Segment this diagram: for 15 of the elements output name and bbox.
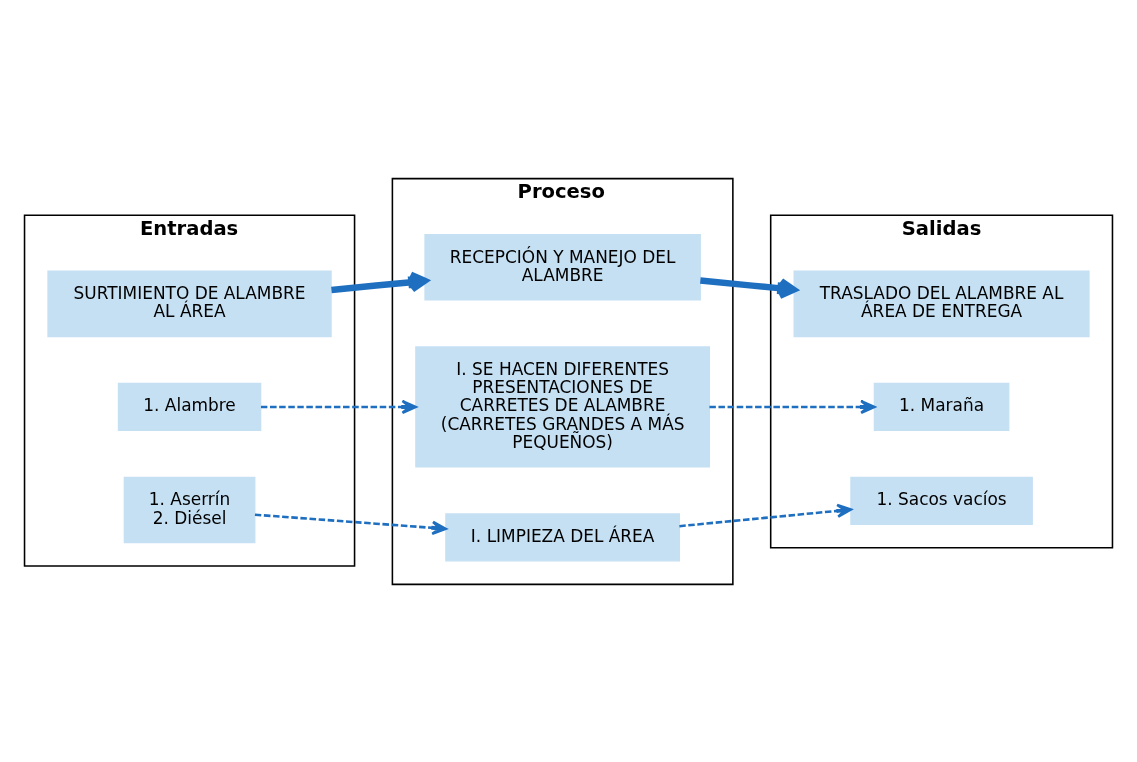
arrow [709, 399, 876, 414]
node-box: I. LIMPIEZA DEL ÁREA [445, 512, 681, 561]
arrow [700, 276, 798, 299]
arrow [254, 512, 447, 535]
node-box: 1. Maraña [873, 382, 1010, 431]
arrow [679, 503, 853, 527]
node-box: TRASLADO DEL ALAMBRE AL ÁREA DE ENTREGA [793, 270, 1090, 337]
node-box: I. SE HACEN DIFERENTES PRESENTACIONES DE CARRETES DE ALAMBRE (CARRETES GRANDES A MÁS PEQUEÑOS) [415, 345, 711, 468]
node-box: 1. Sacos vacíos [850, 476, 1033, 525]
node-box: 1. Aserrín 2. Diésel [123, 476, 256, 543]
node-box: 1. Alambre [117, 382, 262, 431]
node-box: SURTIMIENTO DE ALAMBRE AL ÁREA [47, 270, 332, 337]
arrow [331, 271, 429, 293]
arrow [260, 399, 417, 414]
node-box: RECEPCIÓN Y MANEJO DEL ALAMBRE [424, 233, 701, 301]
